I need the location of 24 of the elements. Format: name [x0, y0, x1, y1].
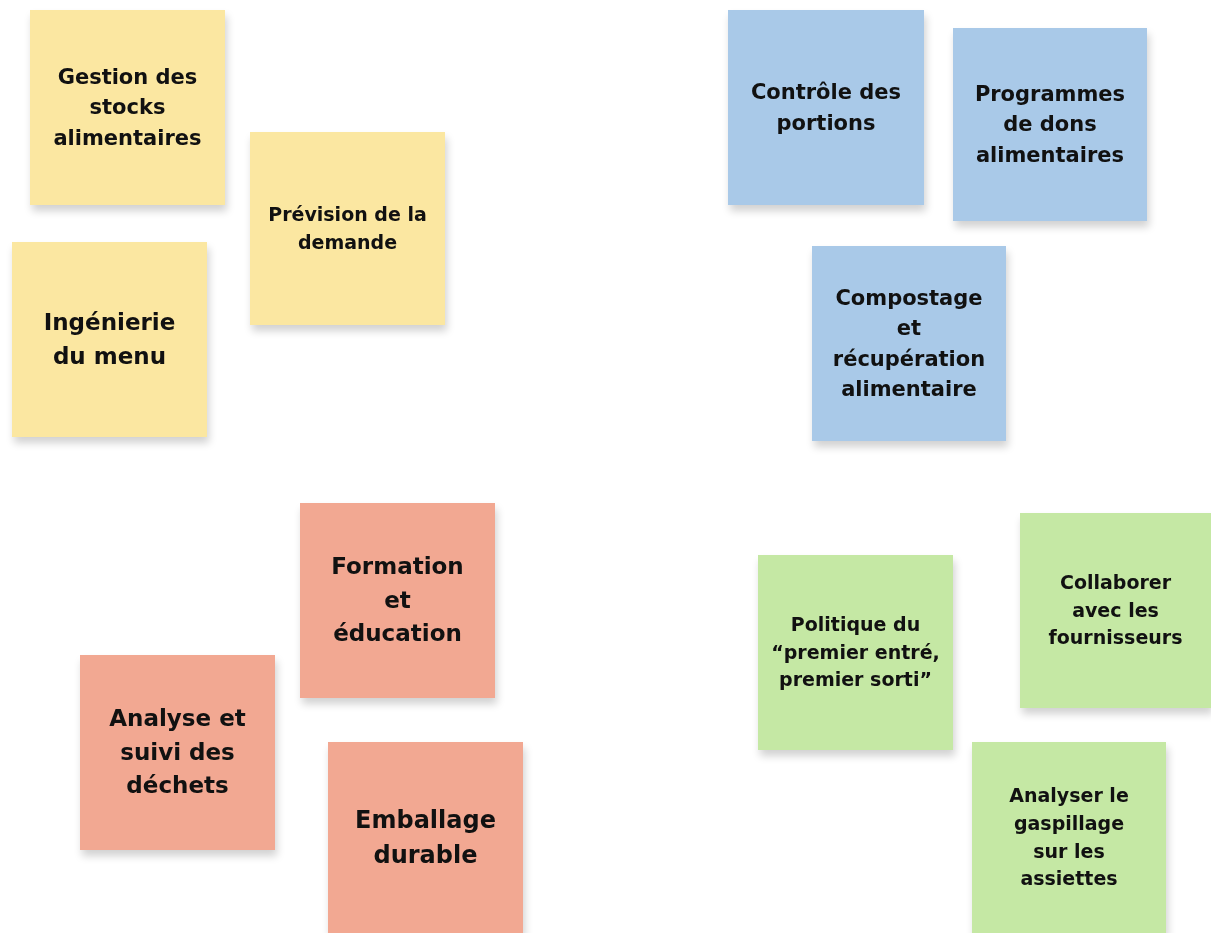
- sticky-note: [250, 132, 445, 325]
- note-text: Formation et éducation: [330, 552, 465, 649]
- note-text: Collaborer avec les fournisseurs: [1047, 570, 1184, 651]
- sticky-note: [972, 742, 1166, 933]
- sticky-note: [12, 242, 207, 437]
- sticky-note: [728, 10, 924, 205]
- sticky-note: [328, 742, 523, 933]
- sticky-note: [300, 503, 495, 698]
- note-text: Analyse et suivi des déchets: [108, 704, 247, 801]
- note-text: Emballage durable: [354, 804, 497, 871]
- note-text: Analyser le gaspillage sur les assiettes: [1008, 783, 1130, 892]
- note-text: Compostage et récupération alimentaire: [831, 284, 987, 403]
- note-text: Programmes de dons alimentaires: [973, 80, 1127, 169]
- note-text: Prévision de la demande: [267, 201, 428, 255]
- sticky-note: [758, 555, 953, 750]
- sticky-note: [953, 28, 1147, 221]
- sticky-note: [30, 10, 225, 205]
- note-text: Politique du “premier entré, premier sorti”: [770, 612, 941, 693]
- note-text: Contrôle des portions: [749, 79, 903, 137]
- note-text: Ingénierie du menu: [42, 308, 177, 371]
- sticky-note: [1020, 513, 1211, 708]
- note-text: Gestion des stocks alimentaires: [52, 63, 203, 152]
- sticky-note: [80, 655, 275, 850]
- sticky-note: [812, 246, 1006, 441]
